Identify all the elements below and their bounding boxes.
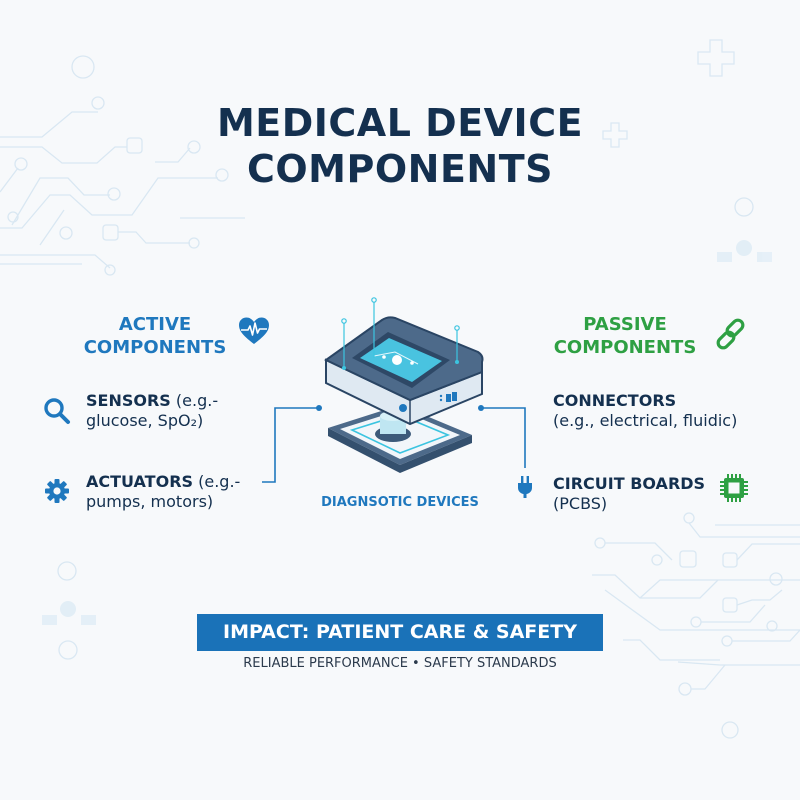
page-title: MEDICAL DEVICE COMPONENTS <box>0 100 800 192</box>
passive-heading-line-2: COMPONENTS <box>553 337 697 358</box>
impact-subtitle: RELIABLE PERFORMANCE • SAFETY STANDARDS <box>243 656 557 671</box>
sensors-name: SENSORS <box>86 391 171 410</box>
sensors-detail-b: glucose, SpO₂) <box>86 411 204 430</box>
active-heading-line-2: COMPONENTS <box>83 337 227 358</box>
active-heading-line-1: ACTIVE <box>118 314 192 335</box>
diagnostic-devices-label: DIAGNSOTIC DEVICES <box>321 495 479 510</box>
heart-pulse-icon <box>239 317 269 344</box>
actuators-name: ACTUATORS <box>86 472 194 491</box>
actuators-detail-a: (e.g.- <box>193 472 241 491</box>
sensors-item: SENSORS (e.g.- glucose, SpO₂) <box>86 391 218 431</box>
title-line-1: MEDICAL DEVICE <box>216 101 584 145</box>
chip-icon <box>720 474 748 502</box>
connectors-item: CONNECTORS (e.g., electrical, fluidic) <box>553 391 737 431</box>
actuators-detail-b: pumps, motors) <box>86 492 214 511</box>
gear-icon <box>45 479 69 503</box>
title-line-2: COMPONENTS <box>246 147 553 191</box>
impact-banner: IMPACT: PATIENT CARE & SAFETY <box>197 614 603 651</box>
diagnostic-device-illustration <box>324 297 484 473</box>
active-components-heading: ACTIVE COMPONENTS <box>80 313 230 359</box>
magnifier-icon <box>44 398 70 424</box>
connectors-detail: (e.g., electrical, fluidic) <box>553 411 738 430</box>
circuit-boards-name: CIRCUIT BOARDS <box>553 474 706 493</box>
passive-heading-line-1: PASSIVE <box>583 314 667 335</box>
passive-components-heading: PASSIVE COMPONENTS <box>545 313 705 359</box>
connectors-name: CONNECTORS <box>553 391 677 410</box>
chain-link-icon <box>716 318 745 350</box>
circuit-boards-detail: (PCBS) <box>553 494 608 513</box>
plug-icon <box>518 476 532 498</box>
actuators-item: ACTUATORS (e.g.- pumps, motors) <box>86 472 240 512</box>
circuit-boards-item: CIRCUIT BOARDS (PCBS) <box>553 474 705 514</box>
sensors-detail-a: (e.g.- <box>170 391 219 410</box>
